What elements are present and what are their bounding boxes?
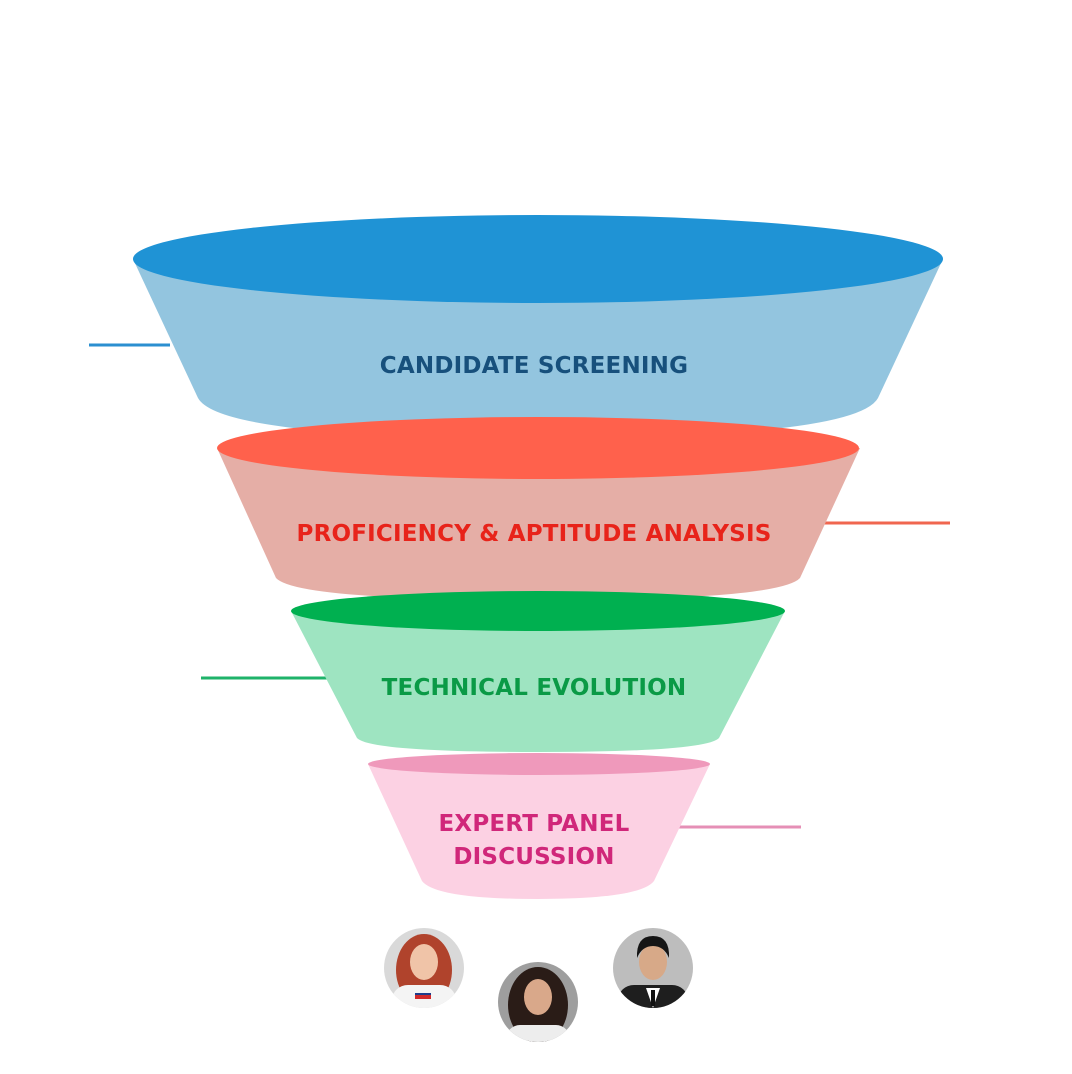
funnel-stage-screening (133, 215, 943, 438)
funnel-rim-screening (133, 215, 943, 303)
avatar-1 (384, 928, 464, 1008)
avatar-2 (498, 962, 578, 1042)
stage-label-panel-line-2: DISCUSSION (453, 844, 615, 870)
stage-label-technical: TECHNICAL EVOLUTION (381, 675, 687, 701)
avatar-2-shirt (506, 1025, 570, 1042)
avatar-3-hair (636, 936, 670, 958)
stage-label-panel: EXPERT PANEL DISCUSSION (409, 808, 659, 874)
stage-label-proficiency: PROFICIENCY & APTITUDE ANALYSIS (296, 521, 772, 547)
stage-label-panel-line-1: EXPERT PANEL (438, 811, 630, 837)
avatar-1-badge (415, 994, 431, 999)
funnel-stage-proficiency (217, 417, 860, 600)
funnel-rim-panel (368, 753, 710, 775)
avatar-1-shirt (392, 985, 456, 1008)
avatar-3 (613, 928, 693, 1008)
funnel-body-proficiency (217, 448, 860, 600)
funnel-body-screening (133, 259, 943, 438)
funnel-rim-proficiency (217, 417, 859, 479)
stage-label-screening: CANDIDATE SCREENING (379, 353, 689, 379)
avatar-2-face (524, 979, 552, 1015)
funnel-stage-panel (368, 753, 710, 899)
avatar-3-face (639, 944, 667, 980)
funnel-rim-technical (291, 591, 785, 631)
funnel-body-panel (368, 764, 710, 899)
funnel-body-technical (291, 611, 785, 752)
funnel-stage-technical (291, 591, 785, 752)
avatar-1-face (410, 944, 438, 980)
